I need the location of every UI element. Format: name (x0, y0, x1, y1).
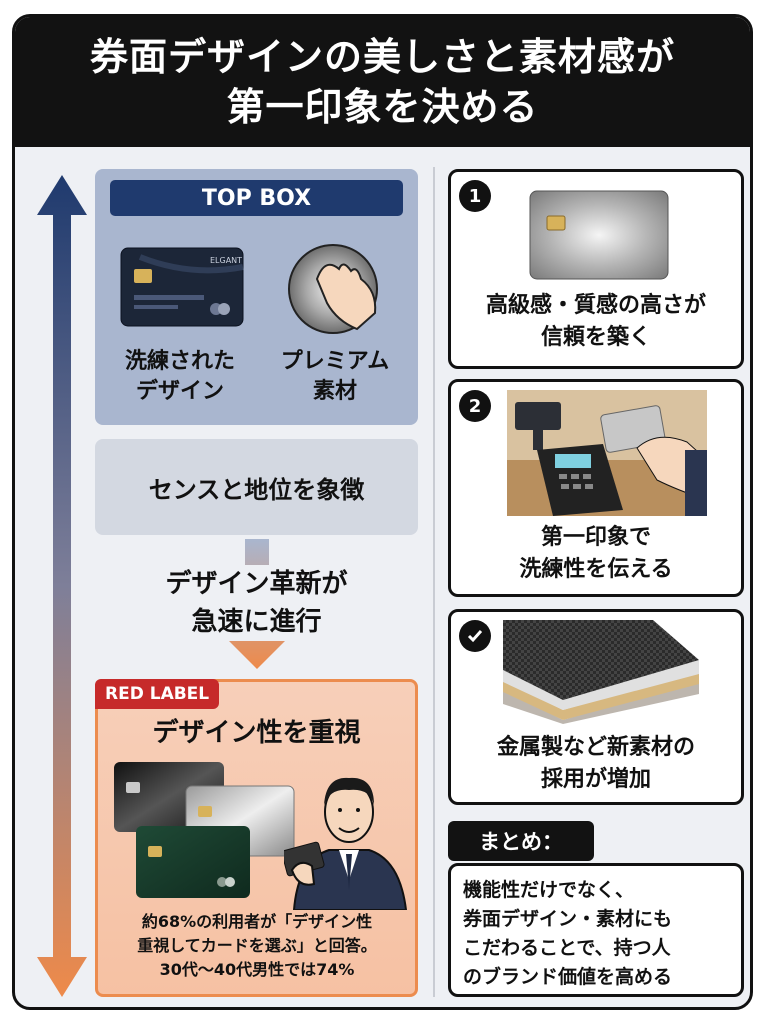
top-box-panel: TOP BOX ELGANT 洗練された デザイン プレミアム (95, 169, 418, 425)
summary-box: 機能性だけでなく、 券面デザイン・素材にも こだわることで、持つ人 のブランド価… (448, 863, 744, 997)
metal-cards-stack-image (114, 762, 295, 898)
summary-line: 券面デザイン・素材にも (463, 908, 673, 930)
number-badge-2: 2 (459, 390, 491, 422)
vertical-double-arrow-icon (37, 175, 87, 997)
header: 券面デザインの美しさと素材感が 第一印象を決める (15, 17, 750, 147)
businessman-illustration (284, 777, 408, 910)
column-divider (433, 167, 435, 997)
feature-material-label: プレミアム 素材 (280, 349, 390, 404)
summary-line: こだわることで、持つ人 (463, 937, 671, 959)
elegant-card-image: ELGANT (120, 247, 244, 327)
header-title-line2: 第一印象を決める (226, 85, 539, 129)
point-card-2: 2 第一印象で 洗練性を伝える (448, 379, 744, 597)
card-brand-text: ELGANT (210, 256, 242, 265)
point-card-3-caption: 金属製など新素材の 採用が増加 (496, 735, 695, 792)
summary-line: 機能性だけでなく、 (463, 879, 635, 901)
survey-stat-text: 約68%の利用者が「デザイン性 重視してカードを選ぶ」と回答。 30代〜40代男… (137, 912, 377, 979)
checkmark-icon (459, 620, 491, 652)
number-badge-1: 1 (459, 180, 491, 212)
metal-card-image (529, 190, 669, 280)
point-card-1-caption: 高級感・質感の高さが 信頼を築く (485, 293, 706, 350)
design-innovation-text: デザイン革新が 急速に進行 (95, 565, 418, 641)
point-card-1: 1 高級感・質感の高さが 信頼を築く (448, 169, 744, 369)
premium-material-hand-icon (288, 244, 378, 334)
material-layers-image (503, 620, 699, 724)
status-symbol-box: センスと地位を象徴 (95, 439, 418, 535)
summary-label: まとめ： (448, 821, 594, 861)
top-box-label: TOP BOX (110, 180, 403, 216)
header-title-line1: 券面デザインの美しさと素材感が (89, 35, 675, 79)
summary-line: のブランド価値を高める (463, 966, 673, 988)
payment-terminal-image (507, 390, 707, 516)
point-card-2-caption: 第一印象で 洗練性を伝える (519, 525, 673, 582)
red-label-heading: デザイン性を重視 (152, 718, 361, 748)
feature-design-label: 洗練された デザイン (124, 349, 235, 404)
infographic-frame: 券面デザインの美しさと素材感が 第一印象を決める TOP BOX ELGANT (12, 14, 753, 1010)
red-label-tag: RED LABEL (95, 679, 220, 709)
point-card-3: 金属製など新素材の 採用が増加 (448, 609, 744, 805)
red-label-panel: RED LABEL デザイン性を重視 (95, 679, 418, 997)
